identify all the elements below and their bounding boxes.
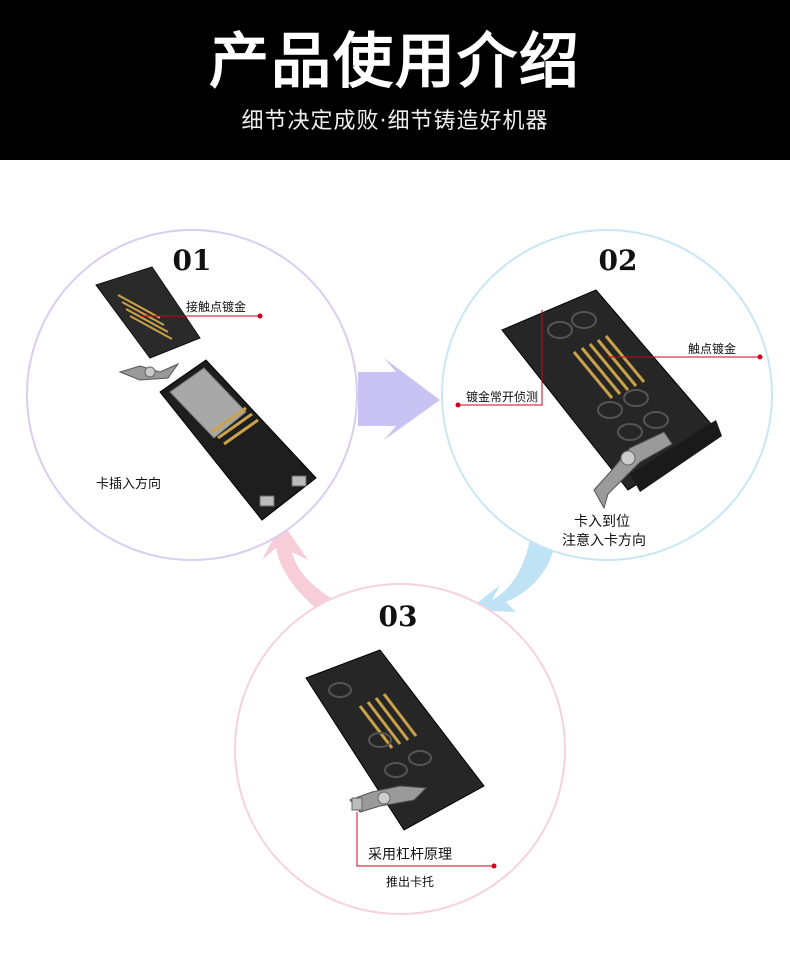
- step-2-callout-lines: [455, 310, 763, 408]
- step-3-note-line2: 推出卡托: [386, 875, 435, 889]
- arrow-step1-to-step2: [358, 358, 440, 440]
- step-3-note-line1: 采用杠杆原理: [368, 847, 452, 863]
- step-3-callout-line: [356, 812, 497, 869]
- step-1-callout: 接触点镀金: [186, 300, 247, 314]
- arrow-step2-to-step3: [468, 540, 555, 612]
- step-2-image: [501, 289, 722, 510]
- step-1-note: 卡插入方向: [96, 477, 162, 492]
- step-2-number: 02: [598, 244, 638, 277]
- page-title: 产品使用介绍: [209, 27, 581, 97]
- step-2-note-line2: 注意入卡方向: [562, 533, 646, 549]
- page-subtitle: 细节决定成败·细节铸造好机器: [241, 109, 549, 134]
- page-header: 产品使用介绍 细节决定成败·细节铸造好机器: [0, 0, 790, 160]
- arrow-step3-to-step1: [262, 522, 334, 610]
- step-1-image: [95, 266, 317, 521]
- step-1-number: 01: [172, 244, 212, 277]
- step-3-number: 03: [378, 600, 418, 633]
- step-2-callout-right: 触点镀金: [688, 342, 737, 356]
- step-2-note-line1: 卡入到位: [574, 514, 630, 530]
- step-1-callout-line: [140, 313, 263, 319]
- step-3-image: [305, 649, 485, 831]
- step-2-callout-left: 镀金常开侦测: [466, 390, 539, 404]
